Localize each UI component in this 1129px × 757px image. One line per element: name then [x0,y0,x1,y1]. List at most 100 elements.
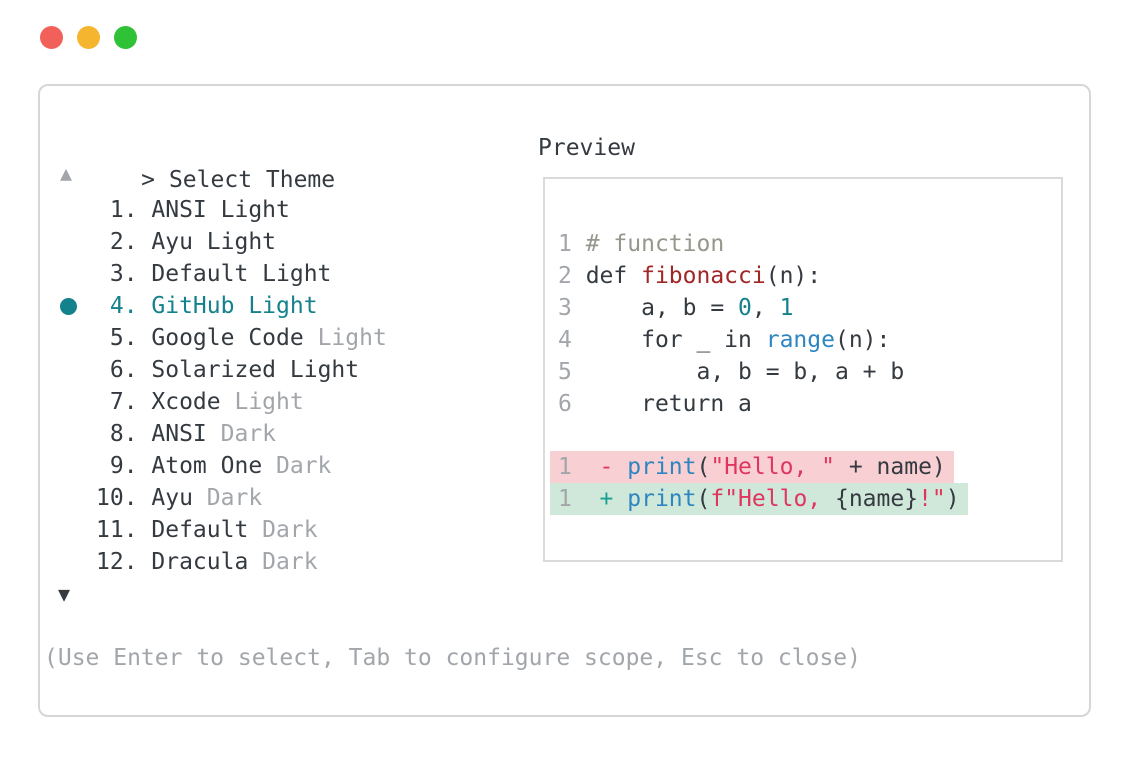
code-token: ( [696,486,711,512]
theme-item-label: 2. Ayu Light [96,229,276,255]
theme-item-name: Solarized [151,357,290,383]
theme-item-label: 7. Xcode Light [96,389,304,415]
code-token: range [765,327,835,353]
theme-item-name: ANSI [151,197,221,223]
code-line-5: 5 a, b = b, a + b [550,356,1061,388]
scroll-down-icon[interactable]: ▼ [58,582,71,606]
theme-item-number: 4. [96,293,152,319]
code-token: def [585,263,642,289]
prompt-caret: > [141,167,155,193]
theme-item-number: 5. [96,325,152,351]
theme-item-number: 9. [96,453,152,479]
code-line-3: 3 a, b = 0, 1 [550,292,1061,324]
theme-item-name: Ayu [151,229,207,255]
code-line-content: 3 a, b = 0, 1 [550,292,801,324]
theme-item-ansi-dark[interactable]: 8. ANSI Dark [58,418,387,450]
code-token: fibonacci [641,263,766,289]
theme-item-suffix: Light [248,293,318,319]
theme-item-default-dark[interactable]: 11. Default Dark [58,514,387,546]
prompt-title: Select Theme [168,167,336,193]
theme-item-number: 2. [96,229,152,255]
code-token: a, b = [585,295,739,321]
preview-label: Preview [538,135,635,161]
theme-item-dracula-dark[interactable]: 12. Dracula Dark [58,546,387,578]
code-line-content: 1 # function [550,228,732,260]
scroll-up-icon[interactable]: ▲ [60,161,73,185]
theme-item-suffix: Dark [276,453,332,479]
theme-item-label: 8. ANSI Dark [96,421,276,447]
theme-item-solarized-light[interactable]: 6. Solarized Light [58,354,387,386]
line-number: 4 [558,327,586,353]
line-number: 2 [558,263,586,289]
window-controls [40,26,137,49]
theme-item-github-light[interactable]: 4. GitHub Light [58,290,387,322]
code-token: print [627,454,697,480]
minimize-button[interactable] [77,26,100,49]
close-button[interactable] [40,26,63,49]
theme-item-name: ANSI [151,421,221,447]
theme-item-google-code-light[interactable]: 5. Google Code Light [58,322,387,354]
diff-line-removed: 1 - print("Hello, " + name) [550,451,1061,483]
theme-item-suffix: Dark [220,421,277,447]
theme-item-name: Dracula [151,549,263,575]
code-token: 0 [738,295,752,321]
prompt-header: > Select Theme [58,132,335,228]
code-token: ) [945,486,960,512]
code-token: a, b = b, a + b [585,359,905,385]
theme-item-ansi-light[interactable]: 1. ANSI Light [58,194,387,226]
theme-item-suffix: Light [234,389,304,415]
code-token: # function [585,231,725,257]
theme-item-number: 1. [96,197,152,223]
code-token: return a [585,391,752,417]
code-token: !" [918,486,946,512]
code-token: ( [696,454,711,480]
theme-item-label: 12. Dracula Dark [96,549,318,575]
theme-item-label: 3. Default Light [96,261,332,287]
code-token: "Hello, " [710,454,835,480]
code-line-content: 6 return a [550,388,760,420]
code-token: - [585,454,628,480]
code-token: 1 [779,295,794,321]
theme-item-atom-one-dark[interactable]: 9. Atom One Dark [58,450,387,482]
selected-bullet-slot [58,297,96,315]
theme-item-name: GitHub [151,293,249,319]
theme-item-suffix: Light [289,357,360,383]
code-gap [550,420,1061,451]
hint-text: (Use Enter to select, Tab to configure s… [44,645,861,671]
theme-item-name: Google Code [151,325,318,351]
theme-item-number: 3. [96,261,152,287]
theme-item-suffix: Dark [262,517,318,543]
code-line-content: 5 a, b = b, a + b [550,356,912,388]
line-number: 3 [558,295,586,321]
theme-item-xcode-light[interactable]: 7. Xcode Light [58,386,387,418]
theme-item-ayu-dark[interactable]: 10. Ayu Dark [58,482,387,514]
theme-item-name: Default [151,261,263,287]
theme-item-label: 10. Ayu Dark [96,485,262,511]
code-token: , [751,295,780,321]
line-number: 6 [558,391,586,417]
theme-item-number: 12. [96,549,152,575]
code-token: + name) [834,454,946,480]
theme-item-ayu-light[interactable]: 2. Ayu Light [58,226,387,258]
theme-picker-panel: > Select Theme ▲ 1. ANSI Light 2. Ayu Lig… [38,84,1091,717]
theme-item-suffix: Dark [206,485,263,511]
code-token: print [627,486,697,512]
theme-item-label: 1. ANSI Light [96,197,290,223]
diff-highlight-removed: 1 - print("Hello, " + name) [550,451,954,483]
line-number: 1 [558,454,586,480]
theme-item-label: 6. Solarized Light [96,357,359,383]
theme-item-number: 10. [96,485,152,511]
code-line-1: 1 # function [550,228,1061,260]
theme-item-suffix: Light [262,261,332,287]
theme-item-label: 11. Default Dark [96,517,318,543]
theme-item-name: Default [151,517,263,543]
line-number: 5 [558,359,586,385]
theme-item-number: 8. [96,421,152,447]
maximize-button[interactable] [114,26,137,49]
theme-item-default-light[interactable]: 3. Default Light [58,258,387,290]
theme-item-label: 9. Atom One Dark [96,453,332,479]
theme-list: 1. ANSI Light 2. Ayu Light 3. Default Li… [58,194,387,578]
code-token: f"Hello, [710,486,835,512]
theme-item-suffix: Dark [262,549,318,575]
